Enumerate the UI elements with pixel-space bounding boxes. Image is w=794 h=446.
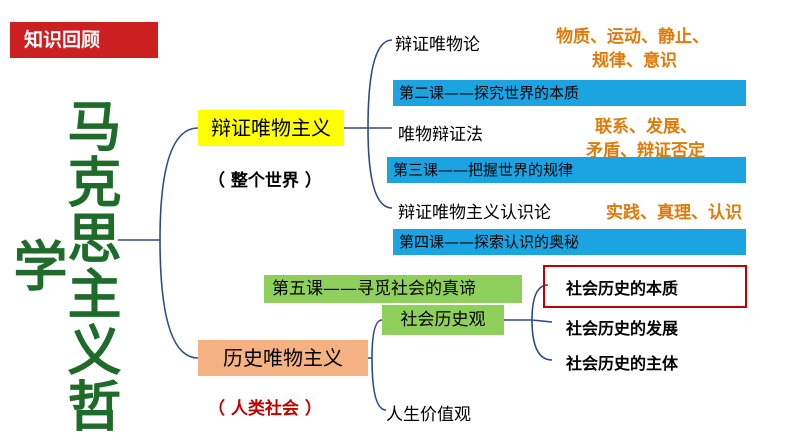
historical-materialism-node: 历史唯物主义: [198, 340, 368, 376]
item-development: 社会历史的发展: [566, 319, 679, 338]
note-2-line1: 联系、发展、: [595, 117, 697, 137]
item-subject: 社会历史的主体: [566, 354, 679, 373]
dialectical-materialism-node: 辩证唯物主义: [198, 110, 344, 146]
social-history-view-node: 社会历史观: [382, 305, 504, 335]
knowledge-review-tag: 知识回顾: [10, 22, 158, 58]
node-materialist-dialectics: 唯物辩证法: [398, 125, 483, 145]
dialectical-connector: [344, 39, 393, 209]
highlight-frame: [543, 265, 747, 308]
node-epistemology: 辩证唯物主义认识论: [398, 203, 551, 223]
node-dialectical-materialism-theory: 辩证唯物论: [395, 35, 480, 55]
note-1-line1: 物质、运动、静止、: [556, 27, 709, 47]
item-essence: 社会历史的本质: [566, 279, 679, 298]
dialectical-scope: （ 整个世界 ）: [208, 171, 322, 191]
root-connector: [118, 127, 199, 359]
note-1-line2: 规律、意识: [592, 51, 677, 71]
lesson-4-bar: 第四课——探索认识的奥秘: [393, 229, 746, 255]
note-3: 实践、真理、认识: [606, 203, 742, 223]
node-life-values: 人生价值观: [386, 405, 471, 425]
historical-connector: [368, 319, 387, 411]
historical-scope: （ 人类社会 ）: [208, 399, 322, 419]
lesson-5-bar: 第五课——寻觅社会的真谛: [264, 275, 522, 303]
note-2-line2: 矛盾、辩证否定: [586, 141, 705, 161]
lesson-2-bar: 第二课——探究世界的本质: [393, 80, 746, 106]
view-connector: [504, 284, 553, 361]
main-title: 马克思主义哲学: [4, 98, 121, 434]
lesson-3-bar: 第三课——把握世界的规律: [387, 157, 746, 183]
